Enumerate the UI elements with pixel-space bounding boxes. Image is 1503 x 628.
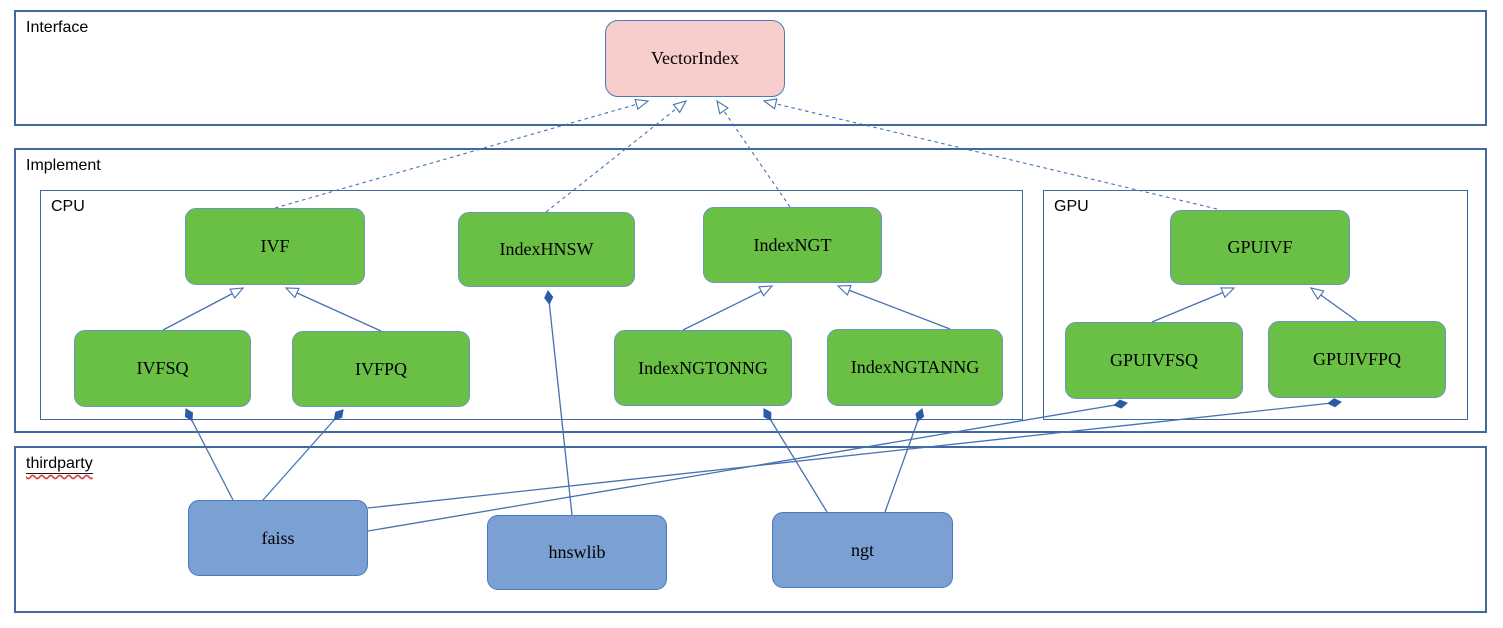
node-faiss: faiss <box>188 500 368 576</box>
node-gpuivfsq-label: GPUIVFSQ <box>1109 350 1199 370</box>
node-faiss-label: faiss <box>261 527 295 548</box>
node-vectorindex-label: VectorIndex <box>651 48 739 68</box>
node-hnswlib-label: hnswlib <box>548 542 606 562</box>
section-cpu-label: CPU <box>51 198 85 215</box>
node-gpuivf-label: GPUIVF <box>1227 237 1293 257</box>
node-ivfpq: IVFPQ <box>292 331 470 407</box>
node-hnswlib: hnswlib <box>487 515 667 590</box>
node-indexhnsw-label: IndexHNSW <box>499 239 594 259</box>
section-gpu-label: GPU <box>1054 198 1089 215</box>
node-indexngtonng-label: IndexNGTONNG <box>638 357 768 378</box>
node-vectorindex: VectorIndex <box>605 20 785 97</box>
node-ngt-label: ngt <box>850 539 874 560</box>
node-indexngtanng: IndexNGTANNG <box>827 329 1003 406</box>
node-ivf-label: IVF <box>260 236 290 256</box>
node-indexhnsw: IndexHNSW <box>458 212 635 287</box>
node-indexngtonng: IndexNGTONNG <box>614 330 792 406</box>
node-indexngt-label: IndexNGT <box>753 234 832 255</box>
node-ivfpq-label: IVFPQ <box>354 358 407 379</box>
node-gpuivfpq-label: GPUIVFPQ <box>1312 349 1402 369</box>
node-indexngtanng-label: IndexNGTANNG <box>850 357 980 377</box>
node-gpuivfpq: GPUIVFPQ <box>1268 321 1446 398</box>
section-implement-label: Implement <box>26 157 101 174</box>
node-gpuivf: GPUIVF <box>1170 210 1350 285</box>
node-ivfsq-label: IVFSQ <box>136 358 189 378</box>
node-ngt: ngt <box>772 512 953 588</box>
node-indexngt: IndexNGT <box>703 207 882 283</box>
node-gpuivfsq: GPUIVFSQ <box>1065 322 1243 399</box>
section-thirdparty-label: thirdparty <box>26 455 93 474</box>
node-ivf: IVF <box>185 208 365 285</box>
node-ivfsq: IVFSQ <box>74 330 251 407</box>
section-interface-label: Interface <box>26 19 89 36</box>
